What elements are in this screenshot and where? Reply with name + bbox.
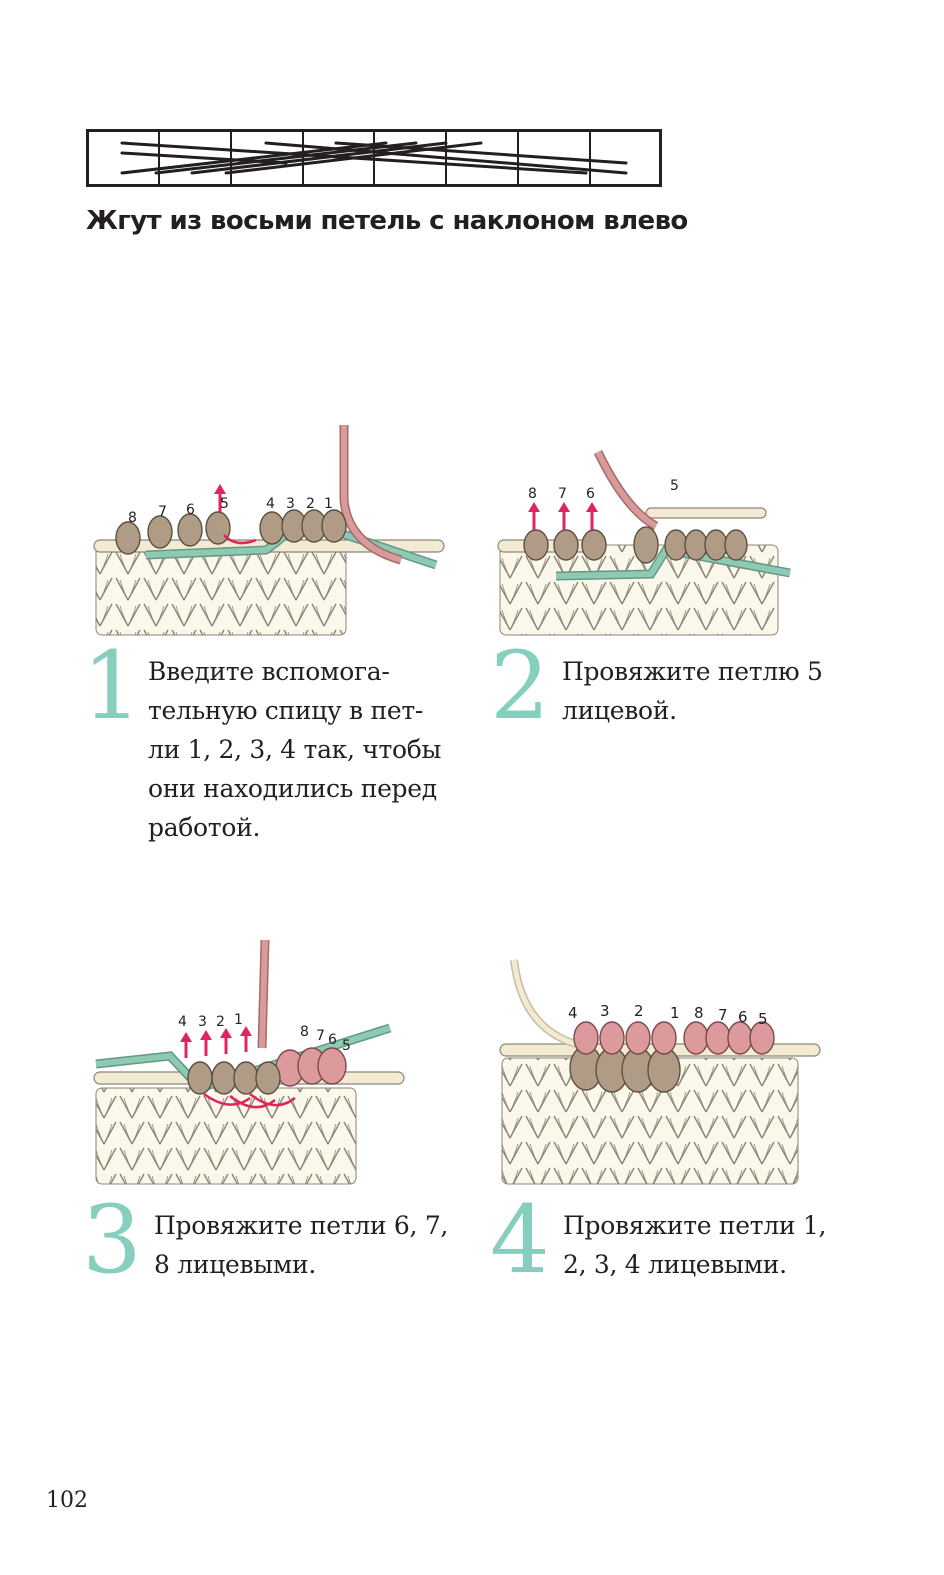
stitch-label: 6	[586, 486, 595, 502]
stitch-label: 8	[528, 486, 537, 502]
stitch-label: 8	[128, 510, 137, 526]
step-text: Провяжите петли 1, 2, 3, 4 лицевыми.	[563, 1211, 827, 1279]
stitch-label: 7	[316, 1028, 325, 1044]
stitch-label: 1	[324, 496, 333, 512]
stitch-label: 6	[328, 1032, 337, 1048]
step-2-illustration: 8 7 6 5	[497, 450, 791, 636]
stitch-label: 1	[234, 1012, 243, 1028]
step-text: Провяжите петли 6, 7, 8 лицевыми.	[154, 1211, 449, 1279]
step-number: 4	[490, 1186, 550, 1295]
stitch-label: 5	[220, 496, 229, 512]
stitch-label: 2	[216, 1014, 225, 1030]
stitch-label: 8	[300, 1024, 309, 1040]
cable-chart-symbol	[86, 129, 662, 187]
stitch-label: 8	[694, 1004, 704, 1022]
stitch-label: 6	[738, 1008, 748, 1026]
stitch-label: 5	[758, 1010, 768, 1028]
step-text: Введите вспомога- тельную спицу в пет- л…	[148, 657, 442, 842]
step-1-illustration: 8 7 6 5 4 3 2 1	[93, 425, 445, 636]
step-3-illustration: 4 3 2 1 8 7 6 5	[93, 939, 405, 1185]
stitch-label: 5	[670, 478, 679, 494]
step-text: Провяжите петлю 5 лицевой.	[562, 657, 823, 725]
stitch-label: 1	[670, 1004, 680, 1022]
stitch-label: 3	[286, 496, 295, 512]
step-number: 1	[82, 632, 142, 741]
stitch-label: 5	[342, 1038, 351, 1054]
stitch-label: 2	[306, 496, 315, 512]
stitch-label: 4	[178, 1014, 187, 1030]
page-number: 102	[46, 1488, 88, 1513]
stitch-label: 3	[600, 1002, 610, 1020]
step-4-illustration: 4 3 2 1 8 7 6 5	[499, 959, 821, 1185]
stitch-label: 7	[558, 486, 567, 502]
stitch-label: 2	[634, 1002, 644, 1020]
stitch-label: 6	[186, 502, 195, 518]
stitch-label: 4	[568, 1004, 578, 1022]
page-title: Жгут из восьми петель с наклоном влево	[86, 206, 688, 236]
stitch-label: 7	[158, 504, 167, 520]
step-number: 2	[490, 632, 550, 741]
step-number: 3	[82, 1186, 142, 1295]
stitch-label: 4	[266, 496, 275, 512]
stitch-label: 7	[718, 1006, 728, 1024]
stitch-label: 3	[198, 1014, 207, 1030]
